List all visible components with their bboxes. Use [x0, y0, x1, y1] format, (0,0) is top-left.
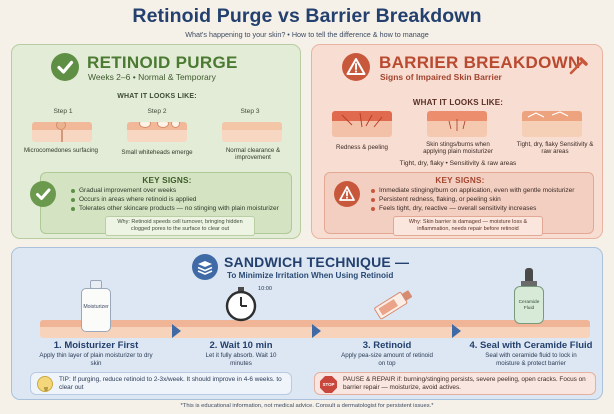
clock-time-label: 10:00	[258, 286, 272, 292]
barrier-signs-list: Immediate stinging/burn on application, …	[371, 187, 593, 213]
purge-sign-item: Tolerates other skincare products — no s…	[71, 205, 289, 214]
purge-panel: RETINOID PURGE Weeks 2–6 • Normal & Temp…	[11, 44, 301, 239]
moisturizer-bottle-icon: Moisturizer	[77, 280, 115, 332]
page-subtitle: What's happening to your skin? • How to …	[185, 30, 429, 39]
barrier-panel: BARRIER BREAKDOWN Signs of Impaired Skin…	[311, 44, 603, 239]
barrier-sign-item: Feels tight, dry, reactive — overall sen…	[371, 205, 593, 214]
sandwich-step-4-title: 4. Seal with Ceramide Fluid	[469, 340, 593, 351]
barrier-item-1-caption: Redness & peeling	[336, 144, 388, 151]
purge-subtitle: Weeks 2–6 • Normal & Temporary	[88, 72, 216, 82]
purge-step-3-skin-image	[222, 122, 282, 142]
purge-step-2-caption: Small whiteheads emerge	[121, 149, 193, 156]
purge-key-signs-box: KEY SIGNS: Gradual improvement over week…	[40, 172, 292, 236]
stopwatch-icon	[223, 286, 259, 322]
pipette-icon	[569, 57, 588, 75]
tip-box: TIP: If purging, reduce retinoid to 2-3x…	[30, 372, 292, 395]
barrier-stinging-image	[427, 111, 487, 137]
barrier-item-2-caption: Skin stings/burns when applying plain mo…	[423, 141, 493, 156]
purge-key-title: KEY SIGNS:	[142, 176, 192, 185]
warning-badge-icon	[334, 181, 360, 207]
lightbulb-icon	[37, 376, 53, 392]
stop-sign-icon: STOP	[320, 376, 337, 393]
purge-step-2-skin-image	[127, 122, 187, 142]
arrow-step-3-4-icon	[452, 324, 461, 338]
barrier-item-3-caption: Tight, dry, flaky Sensitivity & raw area…	[516, 141, 594, 156]
purge-step-3-label: Step 3	[240, 108, 260, 115]
pause-repair-box: STOP PAUSE & REPAIR if: burning/stinging…	[314, 372, 596, 395]
footer-disclaimer: *This is educational information, not me…	[180, 403, 434, 409]
sandwich-title: SANDWICH TECHNIQUE —	[224, 254, 410, 270]
barrier-looks-label: WHAT IT LOOKS LIKE:	[412, 98, 504, 107]
sandwich-step-1-desc: Apply thin layer of plain moisturizer to…	[39, 352, 153, 367]
check-badge-icon	[30, 181, 56, 207]
purge-step-1-skin-image	[32, 122, 92, 142]
purge-looks-label: WHAT IT LOOKS LIKE:	[117, 93, 197, 100]
sandwich-step-3-desc: Apply pea-size amount of retinoid on top	[341, 352, 433, 367]
purge-sign-item: Occurs in areas where retinoid is applie…	[71, 196, 289, 205]
sandwich-step-4-desc: Seal with ceramide fluid to lock in mois…	[485, 352, 577, 367]
barrier-flaky-image	[522, 111, 582, 137]
layers-icon	[192, 254, 218, 280]
tip-text: TIP: If purging, reduce retinoid to 2-3x…	[59, 376, 282, 391]
barrier-title: BARRIER BREAKDOWN	[379, 53, 581, 72]
sandwich-step-2-title: 2. Wait 10 min	[209, 340, 273, 351]
purge-sign-item: Gradual improvement over weeks	[71, 187, 289, 196]
purge-why-note: Why: Retinoid speeds cell turnover, brin…	[105, 216, 255, 236]
ceramide-bottle-icon: Ceramide Fluid	[509, 268, 549, 326]
page-title: Retinoid Purge vs Barrier Breakdown	[132, 5, 482, 27]
sandwich-step-3-title: 3. Retinoid	[362, 340, 412, 351]
purge-step-2-label: Step 2	[147, 108, 167, 115]
barrier-summary: Tight, dry, flaky • Sensitivity & raw ar…	[399, 160, 517, 167]
barrier-why-note: Why: Skin barrier is damaged — moisture …	[393, 216, 543, 236]
barrier-redness-image	[332, 111, 392, 137]
sandwich-panel: SANDWICH TECHNIQUE — To Minimize Irritat…	[11, 247, 603, 400]
purge-step-3-caption: Normal clearance & improvement	[225, 147, 281, 162]
pause-repair-text: PAUSE & REPAIR if: burning/stinging pers…	[343, 376, 586, 391]
sandwich-step-2-desc: Let it fully absorb. Wait 10 minutes	[205, 352, 277, 367]
barrier-sign-item: Immediate stinging/burn on application, …	[371, 187, 593, 196]
purge-step-1-caption: Microcomedones surfacing	[24, 147, 98, 154]
purge-title: RETINOID PURGE	[87, 53, 238, 72]
warning-icon	[342, 53, 370, 81]
purge-step-1-label: Step 1	[53, 108, 73, 115]
arrow-step-2-3-icon	[312, 324, 321, 338]
sandwich-subtitle: To Minimize Irritation When Using Retino…	[227, 271, 394, 280]
barrier-sign-item: Persistent redness, flaking, or peeling …	[371, 196, 593, 205]
purge-signs-list: Gradual improvement over weeks Occurs in…	[71, 187, 289, 213]
sandwich-step-1-title: 1. Moisturizer First	[53, 340, 139, 351]
barrier-key-signs-box: KEY SIGNS: Immediate stinging/burn on ap…	[324, 172, 594, 236]
barrier-subtitle: Signs of Impaired Skin Barrier	[380, 72, 502, 82]
check-icon	[51, 53, 79, 81]
arrow-step-1-2-icon	[172, 324, 181, 338]
barrier-key-title: KEY SIGNS:	[435, 176, 485, 185]
